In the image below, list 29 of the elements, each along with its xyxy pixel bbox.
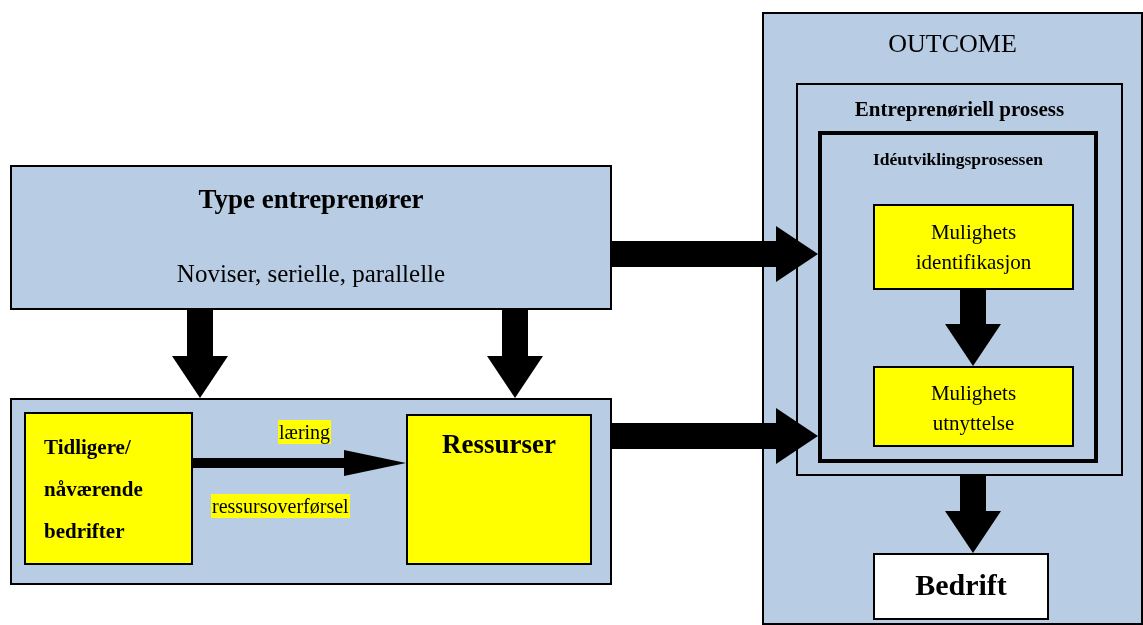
process-group (818, 131, 1098, 463)
text-label: ressursoverførsel (211, 494, 350, 518)
process-group (796, 83, 1123, 476)
box-label: Mulighets utnyttelse (929, 380, 1018, 438)
group-title: Entreprenøriell prosess (853, 97, 1066, 123)
group-title: Idéutviklingsprosessen (872, 149, 1044, 170)
arrow (612, 408, 818, 464)
box-label: Tidligere/ nåværende bedrifter (44, 434, 144, 545)
process-box (24, 412, 193, 565)
process-box (406, 414, 592, 565)
process-box (10, 165, 612, 310)
arrow (945, 476, 1001, 553)
outcome-panel (762, 12, 1143, 625)
arrow (612, 226, 818, 282)
edge-label: læring (278, 420, 332, 444)
process-box (873, 366, 1074, 447)
box-label: Bedrift (914, 567, 1008, 603)
box-label: Noviser, serielle, parallelle (175, 259, 447, 289)
box-title: Type entreprenører (197, 183, 425, 216)
arrow (945, 290, 1001, 366)
arrow (172, 310, 228, 398)
group-box (10, 398, 612, 585)
process-box (873, 553, 1049, 620)
box-label: Mulighets identifikasjon (914, 219, 1033, 277)
arrow (487, 310, 543, 398)
box-label: Ressurser (441, 428, 557, 461)
arrow (193, 450, 406, 476)
process-box (873, 204, 1074, 290)
group-title: OUTCOME (887, 28, 1018, 60)
